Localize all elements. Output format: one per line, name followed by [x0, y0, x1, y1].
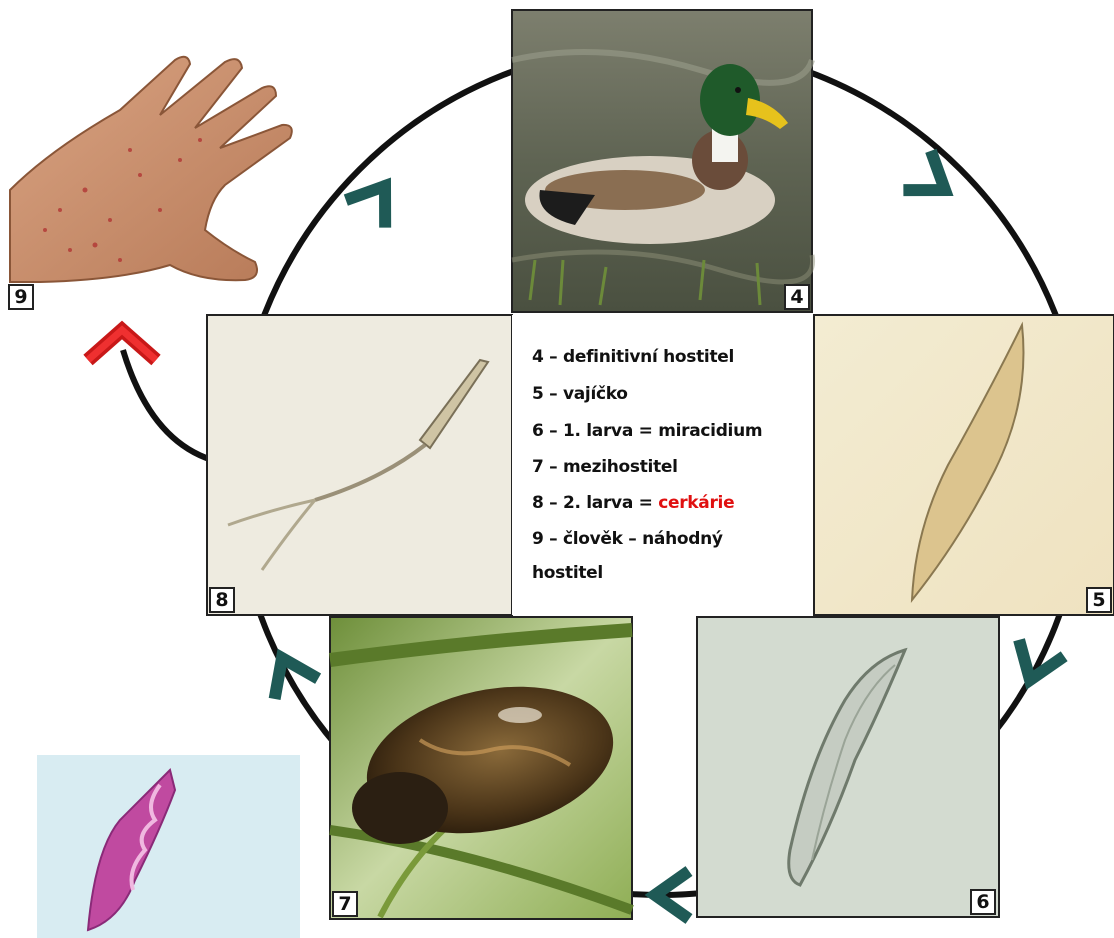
snail-photo	[330, 617, 632, 919]
panel-label-9: 9	[8, 284, 34, 310]
legend-line-8: 8 – 2. larva = cerkárie	[532, 493, 734, 513]
legend-box: 4 – definitivní hostitel 5 – vajíčko 6 –…	[512, 315, 812, 615]
arrow-to-human-path	[123, 350, 212, 460]
arrow-head-9-to-4	[346, 172, 405, 227]
legend-line-5: 5 – vajíčko	[532, 384, 628, 404]
legend-line-8-text: 8 – 2. larva =	[532, 493, 658, 513]
cercaria-photo	[207, 315, 512, 615]
legend-line-4: 4 – definitivní hostitel	[532, 347, 734, 367]
legend-line-7: 7 – mezihostitel	[532, 457, 678, 477]
egg-photo	[814, 315, 1114, 615]
panel-label-8: 8	[209, 587, 235, 613]
legend-line-6: 6 – 1. larva = miracidium	[532, 421, 762, 441]
miracidium-photo	[697, 617, 999, 917]
legend-line-8-highlight: cerkárie	[658, 493, 734, 513]
duck-photo	[512, 10, 813, 312]
panel-label-7: 7	[332, 891, 358, 917]
legend-line-9: 9 – člověk – náhodný	[532, 529, 723, 549]
hand-photo	[10, 57, 292, 282]
panel-label-5: 5	[1086, 587, 1112, 613]
legend-line-9-cont: hostitel	[532, 563, 603, 583]
panel-label-4: 4	[784, 284, 810, 310]
panel-label-6: 6	[970, 889, 996, 915]
stained-larva-inset	[37, 755, 300, 938]
